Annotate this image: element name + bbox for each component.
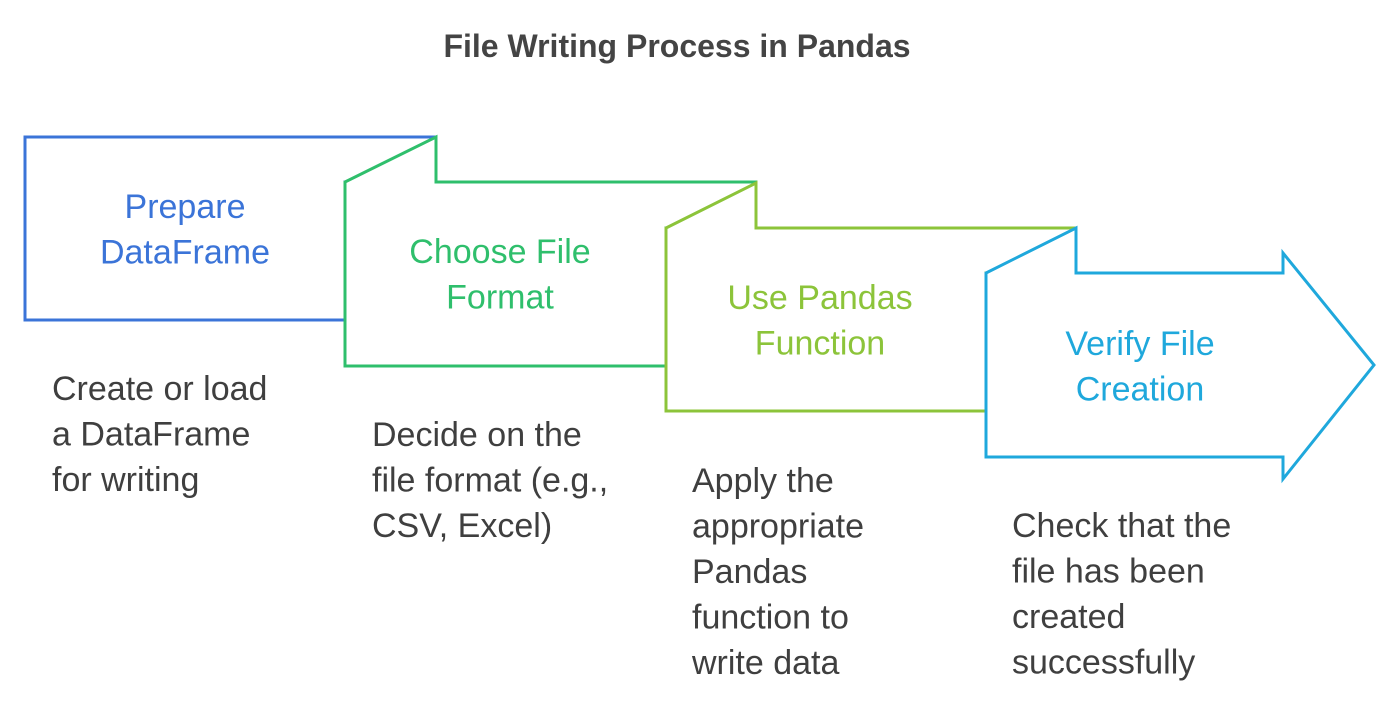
step-1-description: Create or load a DataFrame for writing <box>52 370 267 499</box>
step-4-arrow-shape <box>984 225 1376 484</box>
step-3-title-line: Use Pandas <box>727 279 912 317</box>
step-4-description-line: created <box>1012 598 1125 636</box>
step-4-description: Check that the file has been created succes… <box>1012 507 1231 682</box>
step-4 <box>984 225 1376 484</box>
step-4-description-line: Check that the <box>1012 507 1231 545</box>
step-1-description-line: Create or load <box>52 370 267 408</box>
step-3-description-line: Pandas <box>692 553 807 591</box>
step-3-title-line: Function <box>755 325 885 363</box>
step-1-title-line: Prepare <box>125 188 246 226</box>
step-4-description-line: file has been <box>1012 553 1205 591</box>
diagram-title: File Writing Process in Pandas <box>443 28 910 64</box>
step-3-description-line: appropriate <box>692 508 864 546</box>
step-4-title-line: Creation <box>1076 371 1205 409</box>
step-3-description-line: write data <box>691 644 839 682</box>
step-3-description-line: function to <box>692 599 849 637</box>
step-3-description-line: Apply the <box>692 462 834 500</box>
step-4-title-line: Verify File <box>1065 325 1214 363</box>
step-1-title-line: DataFrame <box>100 234 270 272</box>
step-2-description-line: file format (e.g., <box>372 462 608 500</box>
step-2-title-line: Format <box>446 279 554 317</box>
step-2-description: Decide on the file format (e.g., CSV, Exce… <box>372 416 608 545</box>
step-2-description-line: CSV, Excel) <box>372 507 552 545</box>
step-4-description-line: successfully <box>1012 644 1195 682</box>
step-2-description-line: Decide on the <box>372 416 582 454</box>
step-1-description-line: a DataFrame <box>52 416 250 454</box>
step-2-title-line: Choose File <box>409 233 590 271</box>
step-1-description-line: for writing <box>52 461 199 499</box>
